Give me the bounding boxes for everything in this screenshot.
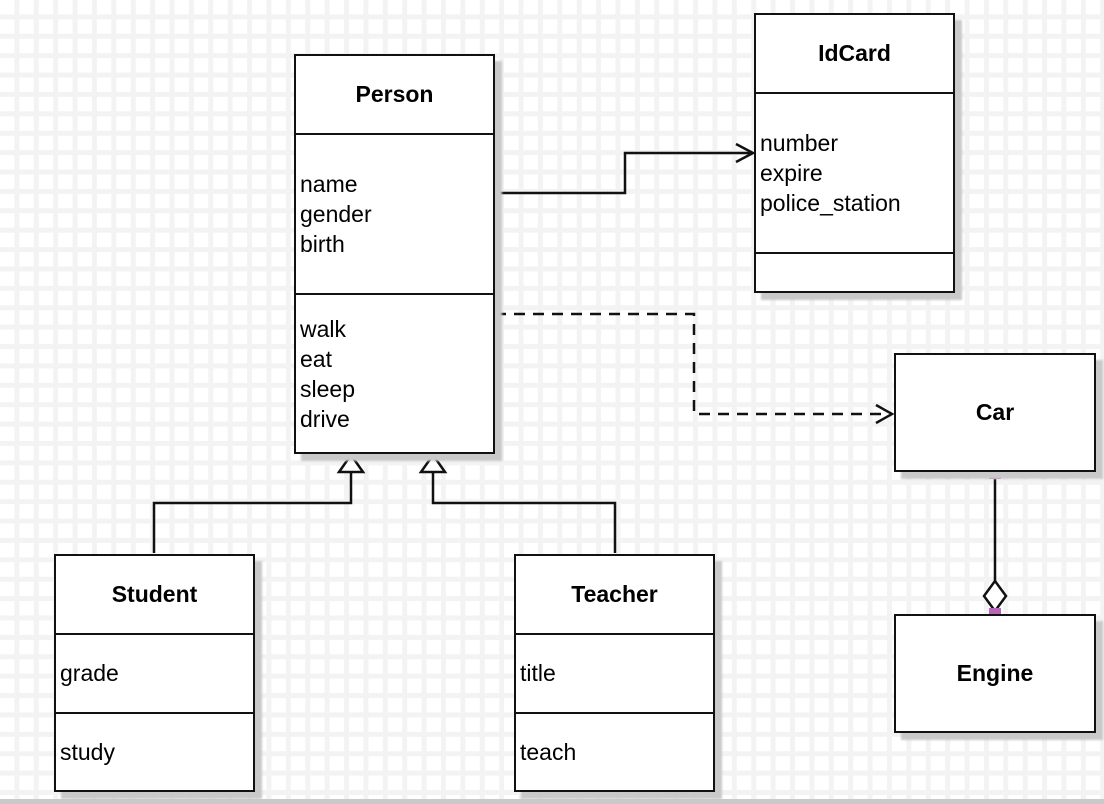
attribute: title — [520, 660, 556, 687]
hollow-triangle-arrowhead-icon — [418, 452, 448, 474]
class-idcard-methods — [756, 252, 953, 291]
method: sleep — [300, 375, 355, 402]
generalization-line — [152, 472, 353, 553]
class-idcard-attributes: number expire police_station — [756, 92, 953, 252]
class-teacher-attributes: title — [516, 633, 713, 712]
attribute: police_station — [760, 190, 901, 216]
class-teacher[interactable]: Teacher title teach — [514, 554, 715, 792]
class-idcard[interactable]: IdCard number expire police_station — [754, 13, 955, 293]
generalization-line — [431, 472, 617, 553]
class-person-title: Person — [355, 81, 434, 107]
class-engine[interactable]: Engine — [894, 614, 1096, 733]
class-student[interactable]: Student grade study — [54, 554, 255, 792]
method: study — [60, 738, 115, 765]
attribute: gender — [300, 201, 372, 227]
dependency-line — [495, 312, 886, 416]
class-teacher-methods: teach — [516, 711, 713, 791]
attribute: number — [760, 130, 838, 156]
open-arrowhead-icon — [735, 142, 756, 164]
class-car-title: Car — [975, 399, 1015, 425]
class-person[interactable]: Person name gender birth walk eat sleep … — [294, 54, 495, 454]
attribute: name — [300, 171, 358, 197]
class-teacher-title: Teacher — [571, 581, 658, 607]
attribute: birth — [300, 231, 345, 257]
association-person-idcard[interactable] — [495, 142, 756, 195]
attribute: grade — [60, 660, 119, 687]
class-person-methods: walk eat sleep drive — [296, 293, 493, 452]
canvas-edge — [0, 799, 1104, 804]
open-arrowhead-icon — [875, 403, 895, 425]
method: drive — [300, 405, 350, 432]
generalization-student-person[interactable] — [152, 452, 366, 553]
method: teach — [520, 738, 577, 765]
method: eat — [300, 345, 332, 372]
hollow-diamond-icon — [982, 578, 1008, 614]
class-student-methods: study — [56, 711, 253, 791]
class-car[interactable]: Car — [894, 353, 1096, 472]
class-person-attributes: name gender birth — [296, 133, 493, 293]
dependency-person-car[interactable] — [495, 312, 895, 425]
generalization-teacher-person[interactable] — [418, 452, 617, 553]
association-line — [495, 151, 750, 195]
class-engine-title: Engine — [956, 660, 1034, 686]
hollow-triangle-arrowhead-icon — [336, 452, 366, 474]
class-student-title: Student — [111, 581, 198, 607]
method: walk — [300, 315, 347, 342]
aggregation-car-engine[interactable] — [982, 467, 1008, 620]
class-idcard-title: IdCard — [818, 40, 891, 66]
class-student-attributes: grade — [56, 633, 253, 712]
attribute: expire — [760, 160, 823, 186]
